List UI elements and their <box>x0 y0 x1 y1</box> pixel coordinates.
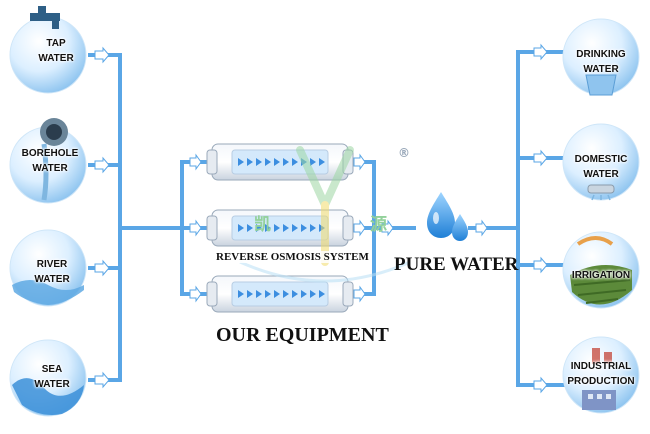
label-line: DOMESTIC <box>574 154 628 165</box>
arrow-icon <box>533 43 548 61</box>
flow-triangle-icon <box>292 290 298 298</box>
field-icon <box>570 236 632 305</box>
flow-triangle-icon <box>292 224 298 232</box>
use-circle-domestic <box>562 123 640 201</box>
use-circle-drinking <box>562 18 640 96</box>
flow-direction-markers <box>238 158 325 298</box>
use-circle-irrigation <box>562 231 640 309</box>
arrow-icon <box>94 156 110 174</box>
source-label-river: RIVER WATER <box>7 257 97 287</box>
registered-mark: ® <box>398 146 410 160</box>
flow-triangle-icon <box>247 158 253 166</box>
arrow-icon <box>189 285 202 303</box>
flow-triangle-icon <box>283 290 289 298</box>
arrow-icon <box>475 219 488 237</box>
flow-triangle-icon <box>310 224 316 232</box>
use-label-irrigation: IRRIGATION <box>556 268 646 283</box>
flow-triangle-icon <box>256 158 262 166</box>
arrow-icon <box>533 149 548 167</box>
source-circle-tap <box>9 6 87 94</box>
use-label-industrial: INDUSTRIAL PRODUCTION <box>556 359 646 389</box>
flow-triangle-icon <box>265 290 271 298</box>
flow-triangle-icon <box>301 290 307 298</box>
flow-triangle-icon <box>319 290 325 298</box>
use-circle-industrial <box>562 336 640 414</box>
ro-system-label: REVERSE OSMOSIS SYSTEM <box>213 251 372 263</box>
pure-water-label: PURE WATER <box>394 254 519 275</box>
flow-triangle-icon <box>301 224 307 232</box>
shower-icon <box>587 184 615 201</box>
arrow-icon <box>189 153 202 171</box>
flow-triangle-icon <box>283 224 289 232</box>
flow-triangle-icon <box>247 290 253 298</box>
arrow-icon <box>353 219 366 237</box>
arrow-icon <box>94 259 110 277</box>
arrow-icon <box>94 371 110 389</box>
arrow-icon <box>94 46 110 64</box>
label-line: INDUSTRIAL <box>570 361 632 372</box>
factory-icon <box>582 348 616 410</box>
flow-triangle-icon <box>247 224 253 232</box>
flow-triangle-icon <box>265 158 271 166</box>
flow-triangle-icon <box>256 290 262 298</box>
arrow-icon <box>353 153 366 171</box>
label-line: PRODUCTION <box>567 376 635 387</box>
flow-triangle-icon <box>256 224 262 232</box>
use-label-drinking: DRINKING WATER <box>556 47 646 77</box>
label-line: IRRIGATION <box>571 270 631 281</box>
arrow-icon <box>353 285 366 303</box>
flow-triangle-icon <box>238 158 244 166</box>
label-line: WATER <box>34 274 70 285</box>
flow-arrows <box>94 43 548 394</box>
pipe-icon <box>40 118 68 201</box>
flow-triangle-icon <box>292 158 298 166</box>
label-line: RIVER <box>36 259 68 270</box>
flow-triangle-icon <box>319 158 325 166</box>
label-line: BOREHOLE <box>21 148 79 159</box>
use-label-domestic: DOMESTIC WATER <box>556 152 646 182</box>
sea-wave-icon <box>12 378 84 415</box>
label-line: WATER <box>583 169 619 180</box>
equipment-caption: OUR EQUIPMENT <box>216 324 389 346</box>
source-label-borehole: BOREHOLE WATER <box>5 146 95 176</box>
flow-triangle-icon <box>238 224 244 232</box>
label-line: WATER <box>38 53 74 64</box>
label-line: WATER <box>32 163 68 174</box>
flow-triangle-icon <box>310 158 316 166</box>
label-line: WATER <box>583 64 619 75</box>
label-line: WATER <box>34 379 70 390</box>
source-circle-river <box>9 229 87 307</box>
watermark-char: 凯 <box>254 215 271 235</box>
label-line: DRINKING <box>576 49 626 60</box>
inlet-pipes <box>88 53 212 382</box>
flow-triangle-icon <box>310 290 316 298</box>
water-glass-icon <box>585 74 617 96</box>
source-circle-borehole <box>9 118 87 204</box>
label-line: TAP <box>46 38 66 49</box>
membrane-vessels <box>206 143 354 313</box>
flow-triangle-icon <box>265 224 271 232</box>
watermark-char: 源 <box>370 215 387 235</box>
source-circle-sea <box>9 339 87 417</box>
flow-triangle-icon <box>283 158 289 166</box>
arrow-icon <box>189 219 202 237</box>
flow-triangle-icon <box>274 224 280 232</box>
source-label-tap: TAP WATER <box>11 36 101 66</box>
flow-triangle-icon <box>274 158 280 166</box>
water-drops-icon <box>427 192 468 241</box>
flow-triangle-icon <box>274 290 280 298</box>
flow-triangle-icon <box>238 290 244 298</box>
arrow-icon <box>533 256 548 274</box>
label-line: SEA <box>41 364 63 375</box>
arrow-icon <box>381 219 394 237</box>
river-wave-icon <box>12 280 84 305</box>
source-label-sea: SEA WATER <box>7 362 97 392</box>
arrow-icon <box>533 376 548 394</box>
faucet-icon <box>30 6 60 29</box>
